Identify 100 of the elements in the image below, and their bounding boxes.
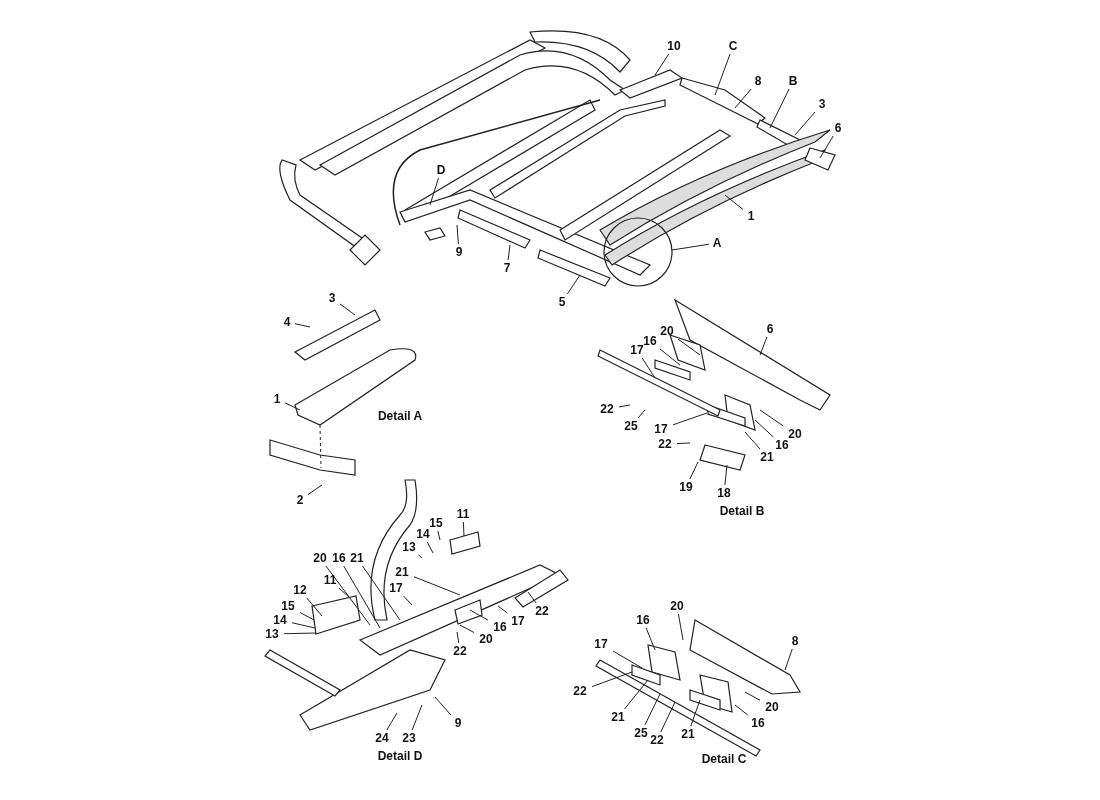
leader-line bbox=[291, 622, 316, 629]
callout-number: 20 bbox=[670, 600, 684, 612]
leader-line bbox=[307, 484, 323, 496]
leader-line bbox=[714, 53, 731, 96]
leader-line bbox=[456, 224, 459, 245]
leader-line bbox=[591, 671, 633, 688]
leader-line bbox=[469, 609, 489, 621]
callout-number: 17 bbox=[389, 582, 403, 594]
leader-line bbox=[819, 135, 834, 159]
leader-line bbox=[759, 409, 784, 427]
callout-number: 22 bbox=[573, 685, 587, 697]
leader-line bbox=[527, 591, 537, 604]
callout-number: A bbox=[712, 237, 722, 249]
leader-line bbox=[677, 613, 684, 641]
leader-line bbox=[644, 693, 661, 726]
leader-line bbox=[645, 627, 656, 651]
callout-number: 16 bbox=[636, 614, 650, 626]
callout-number: 12 bbox=[293, 584, 307, 596]
callout-number: 21 bbox=[681, 728, 695, 740]
leader-line bbox=[660, 701, 676, 733]
callout-number: 16 bbox=[493, 621, 507, 633]
callout-number: 17 bbox=[654, 423, 668, 435]
leader-line bbox=[784, 648, 793, 671]
callout-number: 21 bbox=[611, 711, 625, 723]
callout-number: 3 bbox=[328, 292, 336, 304]
callout-number: 11 bbox=[456, 508, 470, 520]
leader-line bbox=[426, 541, 434, 554]
callout-number: B bbox=[788, 75, 798, 87]
callout-number: 9 bbox=[455, 246, 463, 258]
callout-number: 16 bbox=[332, 552, 346, 564]
leader-line bbox=[306, 597, 323, 617]
leader-line bbox=[677, 338, 701, 356]
leader-line bbox=[411, 704, 423, 731]
callout-number: 7 bbox=[503, 262, 511, 274]
leader-line bbox=[284, 402, 301, 411]
callout-number: 21 bbox=[395, 566, 409, 578]
leader-line bbox=[283, 632, 317, 635]
callout-number: 23 bbox=[402, 732, 416, 744]
callout-number: 1 bbox=[273, 393, 281, 405]
callout-number: 16 bbox=[751, 717, 765, 729]
callout-number: 19 bbox=[679, 481, 693, 493]
leader-line bbox=[734, 704, 749, 716]
callout-number: 16 bbox=[775, 439, 789, 451]
leader-line bbox=[434, 696, 452, 716]
leader-line bbox=[724, 194, 744, 211]
callout-number: 21 bbox=[760, 451, 774, 463]
leader-line bbox=[672, 412, 708, 426]
leader-line bbox=[612, 650, 643, 669]
callout-number: 22 bbox=[535, 605, 549, 617]
detail-caption: Detail B bbox=[719, 505, 765, 517]
leader-line bbox=[689, 461, 699, 480]
callout-number: 4 bbox=[283, 316, 291, 328]
leader-line bbox=[403, 595, 413, 606]
leader-line bbox=[566, 274, 581, 295]
leader-line bbox=[724, 464, 728, 486]
leader-line bbox=[339, 303, 356, 316]
leader-line bbox=[437, 530, 441, 541]
leader-line bbox=[734, 88, 752, 109]
callout-number: 22 bbox=[453, 645, 467, 657]
callout-number: 1 bbox=[747, 210, 755, 222]
callout-number: 17 bbox=[594, 638, 608, 650]
leader-line bbox=[362, 565, 401, 621]
callout-number: 20 bbox=[788, 428, 802, 440]
leader-line bbox=[325, 565, 371, 626]
detail-caption: Detail A bbox=[377, 410, 423, 422]
leader-line bbox=[671, 243, 710, 251]
callout-number: 22 bbox=[600, 403, 614, 415]
callout-number: 25 bbox=[634, 727, 648, 739]
callout-number: 20 bbox=[313, 552, 327, 564]
detail-caption: Detail D bbox=[377, 750, 423, 762]
callout-number: 20 bbox=[765, 701, 779, 713]
callout-number: 17 bbox=[630, 344, 644, 356]
callout-number: 9 bbox=[454, 717, 462, 729]
leader-line bbox=[343, 565, 381, 629]
callout-number: 10 bbox=[667, 40, 681, 52]
leader-line bbox=[462, 521, 465, 537]
callout-number: D bbox=[436, 164, 446, 176]
callout-number: 2 bbox=[296, 494, 304, 506]
callout-number: 15 bbox=[429, 517, 443, 529]
callout-number: 25 bbox=[624, 420, 638, 432]
callout-number: 8 bbox=[754, 75, 762, 87]
callout-number: 15 bbox=[281, 600, 295, 612]
callout-number: 11 bbox=[323, 574, 337, 586]
callout-number: 13 bbox=[402, 541, 416, 553]
callout-number: 22 bbox=[650, 734, 664, 746]
leader-line bbox=[507, 244, 511, 261]
leader-line bbox=[429, 177, 439, 206]
callout-number: 13 bbox=[265, 628, 279, 640]
leader-line bbox=[759, 336, 768, 356]
callout-number: 5 bbox=[558, 296, 566, 308]
leader-line bbox=[637, 409, 646, 419]
callout-number: 17 bbox=[511, 615, 525, 627]
leader-line bbox=[459, 624, 475, 634]
callout-number: 22 bbox=[658, 438, 672, 450]
leader-line bbox=[690, 699, 701, 727]
leader-line bbox=[624, 679, 649, 710]
leader-line bbox=[676, 442, 691, 444]
leader-line bbox=[456, 631, 460, 644]
callout-number: C bbox=[728, 40, 738, 52]
detail-caption: Detail C bbox=[701, 753, 747, 765]
